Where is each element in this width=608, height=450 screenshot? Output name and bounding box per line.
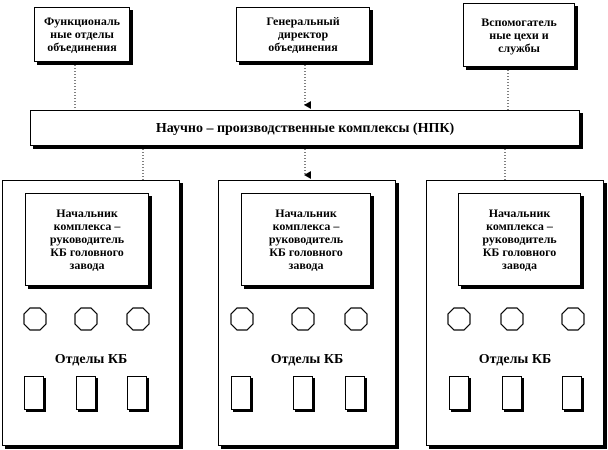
auxiliary-shops-box: Вспомогатель ные цехи и службы xyxy=(463,3,575,67)
kb-dept-rect-right-3 xyxy=(562,376,582,410)
general-director-box: Генеральный директор объединения xyxy=(236,7,370,62)
kb-dept-rect-left-2 xyxy=(76,376,96,410)
kb-departments-label-middle: Отделы КБ xyxy=(270,352,344,367)
octagon-right-1 xyxy=(447,307,471,331)
octagon-middle-2 xyxy=(291,307,315,331)
octagon-middle-3 xyxy=(344,307,368,331)
kb-dept-rect-left-1 xyxy=(24,376,44,410)
complex-head-box-left: Начальник комплекса – руководитель КБ го… xyxy=(25,193,149,286)
octagon-right-3 xyxy=(561,307,585,331)
kb-dept-rect-middle-1 xyxy=(231,376,251,410)
npk-bar: Научно – производственные комплексы (НПК… xyxy=(30,110,580,146)
octagon-right-2 xyxy=(500,307,524,331)
kb-dept-rect-middle-2 xyxy=(293,376,313,410)
kb-dept-rect-left-3 xyxy=(127,376,147,410)
kb-departments-label-left: Отделы КБ xyxy=(54,352,128,367)
octagon-left-1 xyxy=(23,307,47,331)
functional-departments-box: Функциональ ные отделы объединения xyxy=(34,7,130,62)
complex-head-box-middle: Начальник комплекса – руководитель КБ го… xyxy=(241,193,371,286)
octagon-left-2 xyxy=(74,307,98,331)
kb-dept-rect-right-1 xyxy=(449,376,469,410)
kb-departments-label-right: Отделы КБ xyxy=(478,352,552,367)
complex-head-box-right: Начальник комплекса – руководитель КБ го… xyxy=(458,193,581,286)
octagon-left-3 xyxy=(126,307,150,331)
kb-dept-rect-right-2 xyxy=(502,376,522,410)
kb-dept-rect-middle-3 xyxy=(345,376,365,410)
octagon-middle-1 xyxy=(230,307,254,331)
